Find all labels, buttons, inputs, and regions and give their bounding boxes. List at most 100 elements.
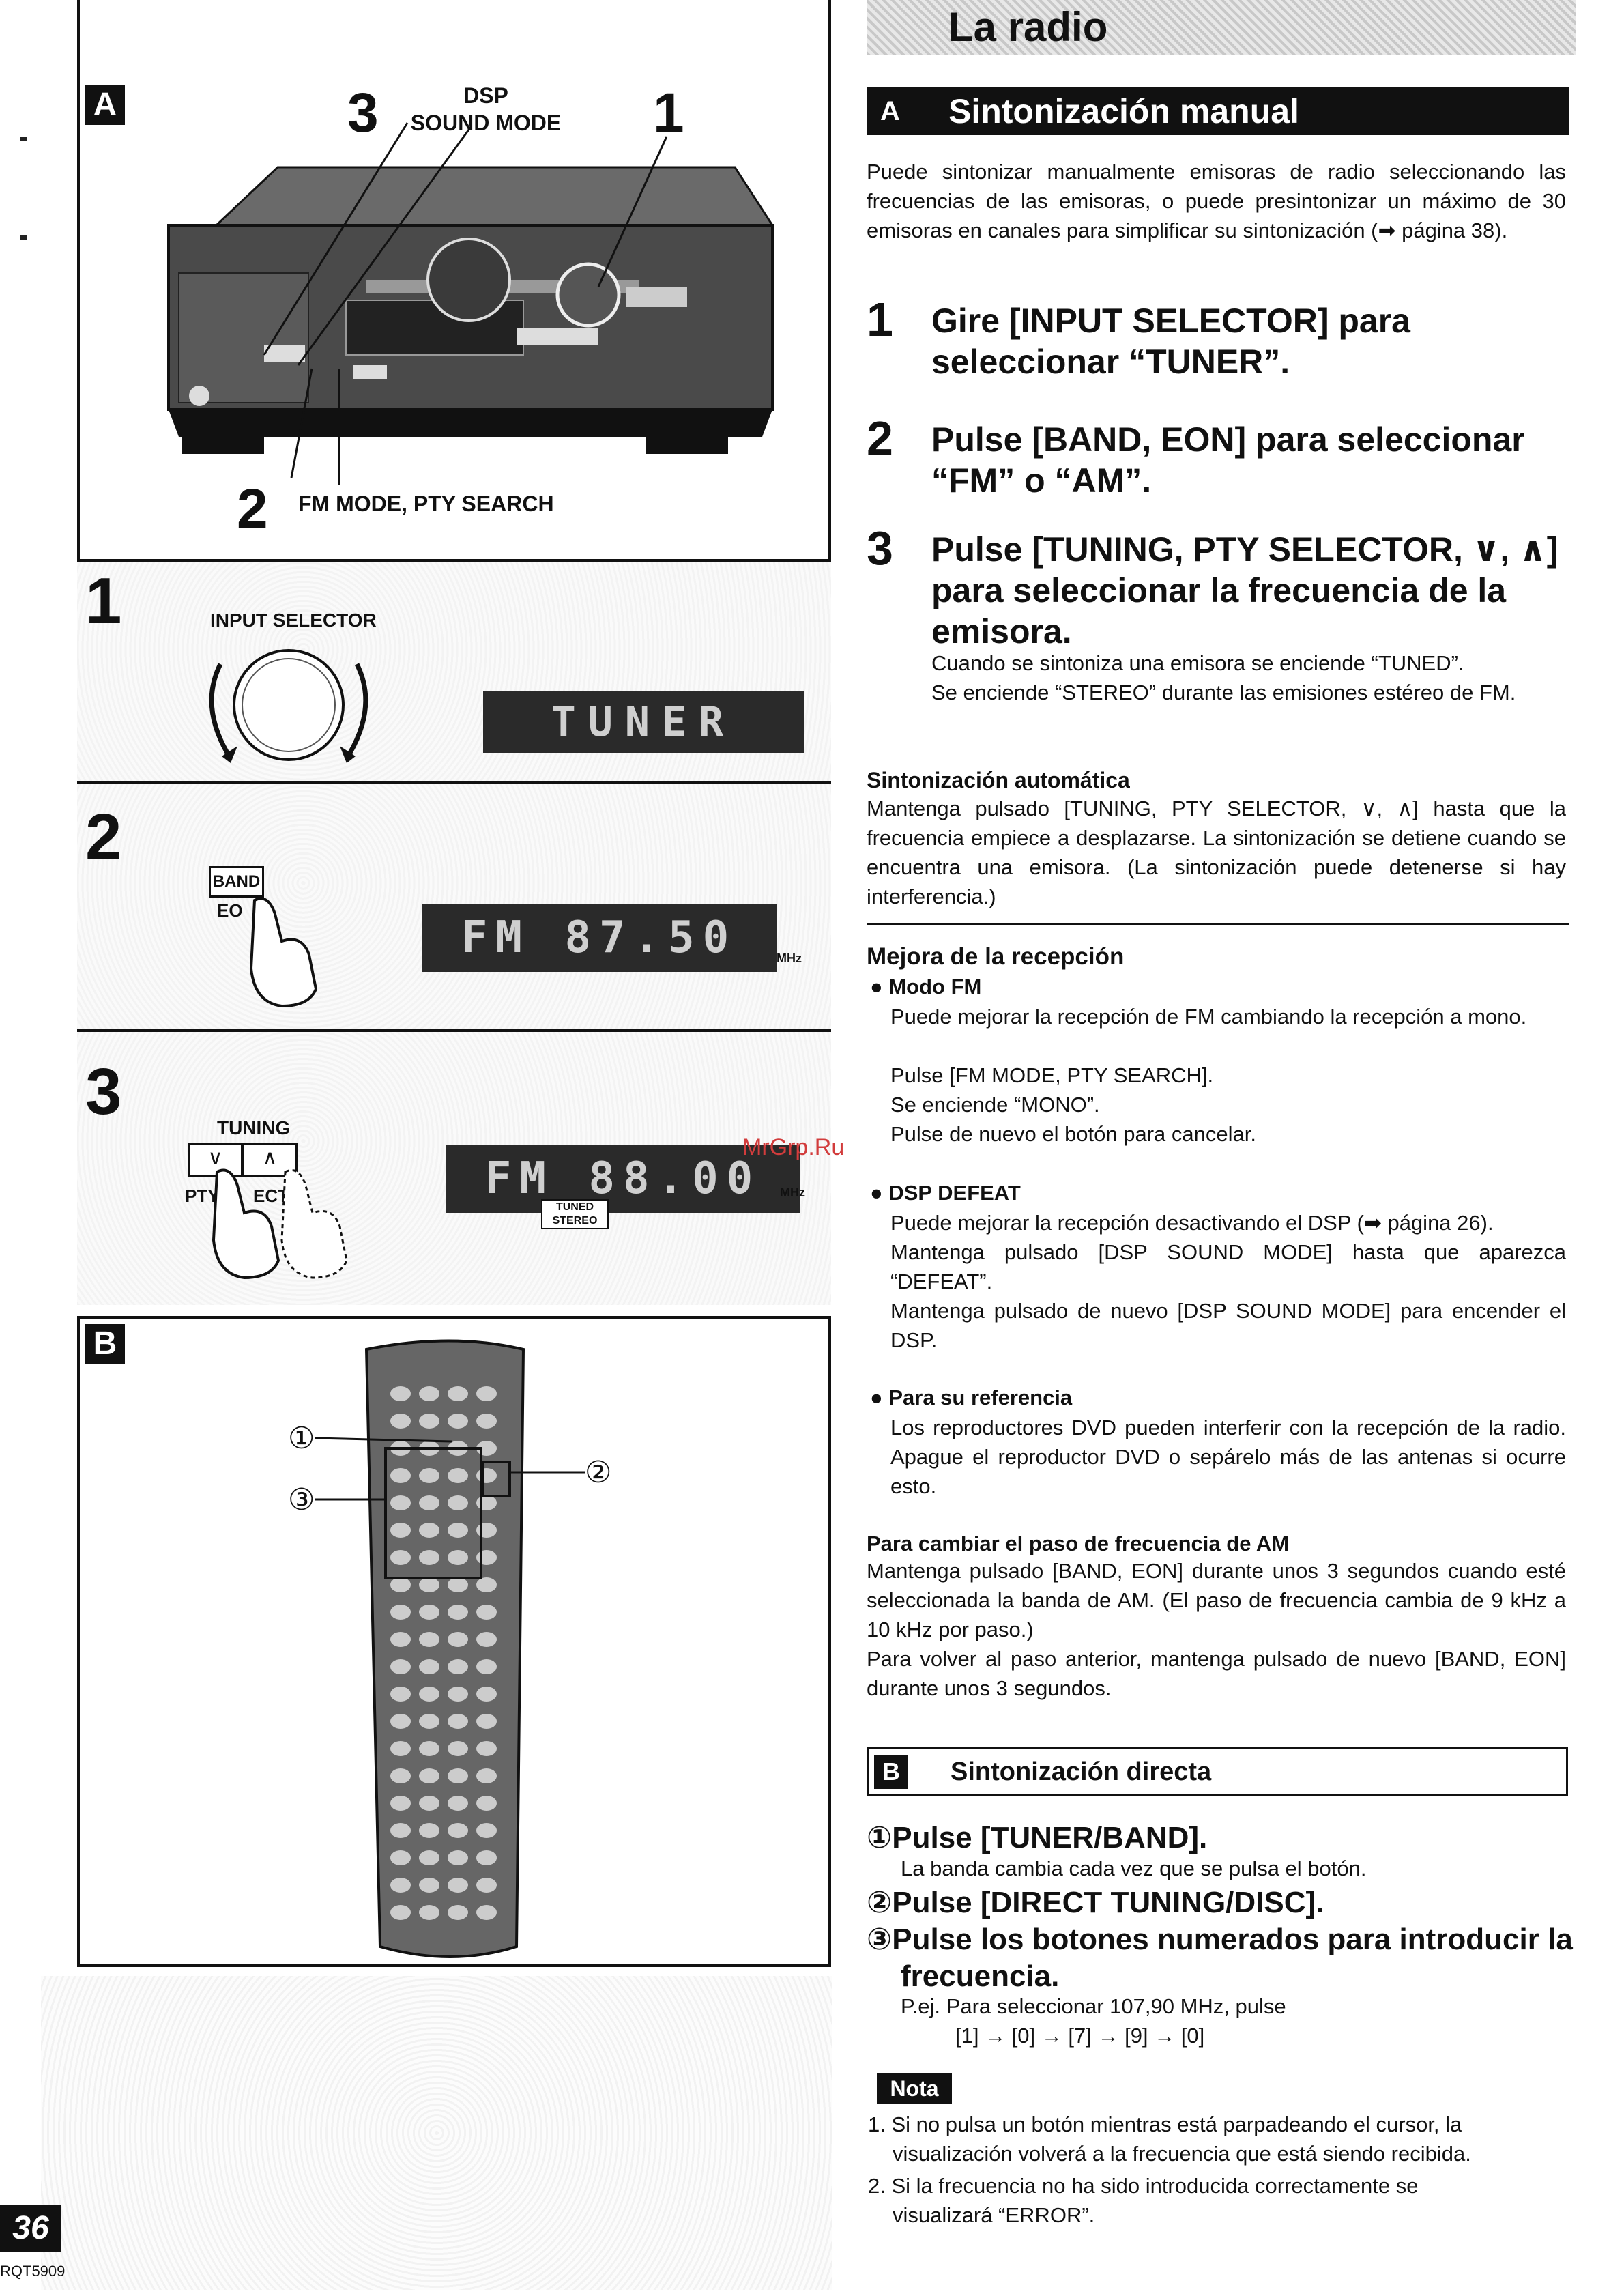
remote-button [476, 1687, 497, 1702]
remote-button [448, 1905, 468, 1920]
band-button[interactable]: BAND [209, 866, 264, 898]
remote-button [419, 1577, 439, 1592]
remote-control-illustration [315, 1339, 585, 1958]
remote-button [419, 1796, 439, 1811]
input-selector-knob-icon [209, 649, 368, 763]
remote-button [390, 1741, 411, 1756]
remote-button [419, 1905, 439, 1920]
callout-3: 3 [347, 82, 379, 144]
step-1-title: Gire [INPUT SELECTOR] para seleccionar “… [931, 302, 1410, 381]
step-2-number: 2 [867, 412, 893, 465]
section-a-header: A Sintonización manual [867, 87, 1569, 135]
panel-letter-b: B [85, 1324, 125, 1364]
remote-button [476, 1414, 497, 1429]
dsp-defeat-title: ● DSP DEFEAT [870, 1181, 1021, 1205]
hand-icon [212, 1168, 348, 1280]
tuned-indicator: TUNED STEREO [541, 1199, 609, 1229]
fm-mode-line-2: Pulse [FM MODE, PTY SEARCH]. [890, 1063, 1214, 1087]
page-number: 36 [0, 2205, 61, 2252]
tuning-up-button[interactable]: ∧ [242, 1143, 298, 1177]
mhz-unit: MHz [780, 1186, 805, 1199]
remote-button [448, 1468, 468, 1483]
step3-number: 3 [85, 1055, 122, 1128]
remote-button [419, 1659, 439, 1674]
remote-button [390, 1414, 411, 1429]
remote-button [476, 1796, 497, 1811]
note-2-line-1: 2. Si la frecuencia no ha sido introduci… [868, 2174, 1419, 2198]
callout-2: 2 [237, 478, 268, 540]
section-a-title: Sintonización manual [948, 92, 1299, 130]
mhz-unit: MHz [777, 951, 802, 965]
direct-step-3-cont: frecuencia. [901, 1960, 1060, 1993]
remote-button [476, 1605, 497, 1620]
note-2-line-2: visualizará “ERROR”. [893, 2203, 1095, 2227]
remote-button [448, 1523, 468, 1538]
step-3-title: Pulse [TUNING, PTY SELECTOR, ∨, ∧] para … [931, 530, 1558, 650]
display-fm-freq: FM 88.00 [446, 1145, 800, 1213]
tuning-down-button[interactable]: ∨ [188, 1143, 243, 1177]
step1-number: 1 [85, 564, 122, 637]
remote-button [448, 1577, 468, 1592]
remote-button [448, 1632, 468, 1647]
dsp-line-2: Mantenga pulsado [DSP SOUND MODE] hasta … [890, 1240, 1566, 1293]
remote-button [419, 1632, 439, 1647]
remote-button [419, 1768, 439, 1783]
input-selector-label: INPUT SELECTOR [210, 609, 377, 631]
margin-mark [20, 137, 27, 141]
note-badge: Nota [877, 2073, 952, 2104]
remote-button [448, 1659, 468, 1674]
fm-mode-label: FM MODE, PTY SEARCH [298, 491, 554, 516]
decorative-texture [41, 1976, 832, 2290]
fm-mode-line-1: Puede mejorar la recepción de FM cambian… [890, 1005, 1527, 1029]
section-a-letter: A [880, 96, 900, 126]
reference-text: Los reproductores DVD pueden interferir … [890, 1416, 1566, 1498]
remote-button [476, 1905, 497, 1920]
remote-button [390, 1687, 411, 1702]
tuning-label: TUNING [217, 1117, 291, 1138]
remote-button [390, 1768, 411, 1783]
remote-button [419, 1714, 439, 1729]
tuned-label: TUNED [555, 1201, 594, 1213]
remote-button [476, 1495, 497, 1510]
remote-button [390, 1878, 411, 1893]
fm-mode-line-3: Se enciende “MONO”. [890, 1093, 1100, 1117]
remote-button [476, 1632, 497, 1647]
note-1-line-2: visualización volverá a la frecuencia qu… [893, 2142, 1471, 2166]
remote-button [448, 1714, 468, 1729]
remote-button [390, 1550, 411, 1565]
remote-button [448, 1414, 468, 1429]
step-3-note-1: Cuando se sintoniza una emisora se encie… [931, 651, 1464, 675]
remote-button [390, 1495, 411, 1510]
remote-button [448, 1768, 468, 1783]
remote-button [448, 1605, 468, 1620]
remote-button [390, 1386, 411, 1401]
remote-button [476, 1714, 497, 1729]
direct-step-2: ②Pulse [DIRECT TUNING/DISC]. [867, 1886, 1324, 1919]
remote-button [390, 1605, 411, 1620]
remote-button [448, 1796, 468, 1811]
remote-button [419, 1687, 439, 1702]
stereo-label: STEREO [552, 1215, 598, 1226]
remote-button [390, 1632, 411, 1647]
remote-button [476, 1878, 497, 1893]
auto-tuning-text: Mantenga pulsado [TUNING, PTY SELECTOR, … [867, 797, 1566, 908]
am-step-text-2: Para volver al paso anterior, mantenga p… [867, 1647, 1566, 1700]
step2-panel: 2 BAND EO FM 87.50 MHz [77, 784, 831, 1031]
remote-button [419, 1850, 439, 1865]
step-3-number: 3 [867, 521, 893, 575]
callout-circle-3: ③ [288, 1483, 315, 1517]
band-button-sub: EO [217, 900, 243, 921]
reference-title: ● Para su referencia [870, 1386, 1073, 1409]
step-2-title: Pulse [BAND, EON] para seleccionar “FM” … [931, 420, 1525, 500]
remote-button [476, 1550, 497, 1565]
display-tuner: TUNER [483, 691, 804, 753]
panel-a: A 3 DSP SOUND MODE 1 2 FM MODE, PTY SEAR… [77, 0, 831, 562]
dsp-sound-mode-label: DSP SOUND MODE [410, 83, 562, 135]
step2-number: 2 [85, 801, 122, 874]
remote-button [390, 1796, 411, 1811]
panel-b: B ① ② ③ [77, 1316, 831, 1967]
remote-button [419, 1386, 439, 1401]
remote-button [390, 1468, 411, 1483]
display-fm-freq: FM 87.50 [422, 904, 777, 972]
document-code: RQT5909 [0, 2263, 66, 2280]
